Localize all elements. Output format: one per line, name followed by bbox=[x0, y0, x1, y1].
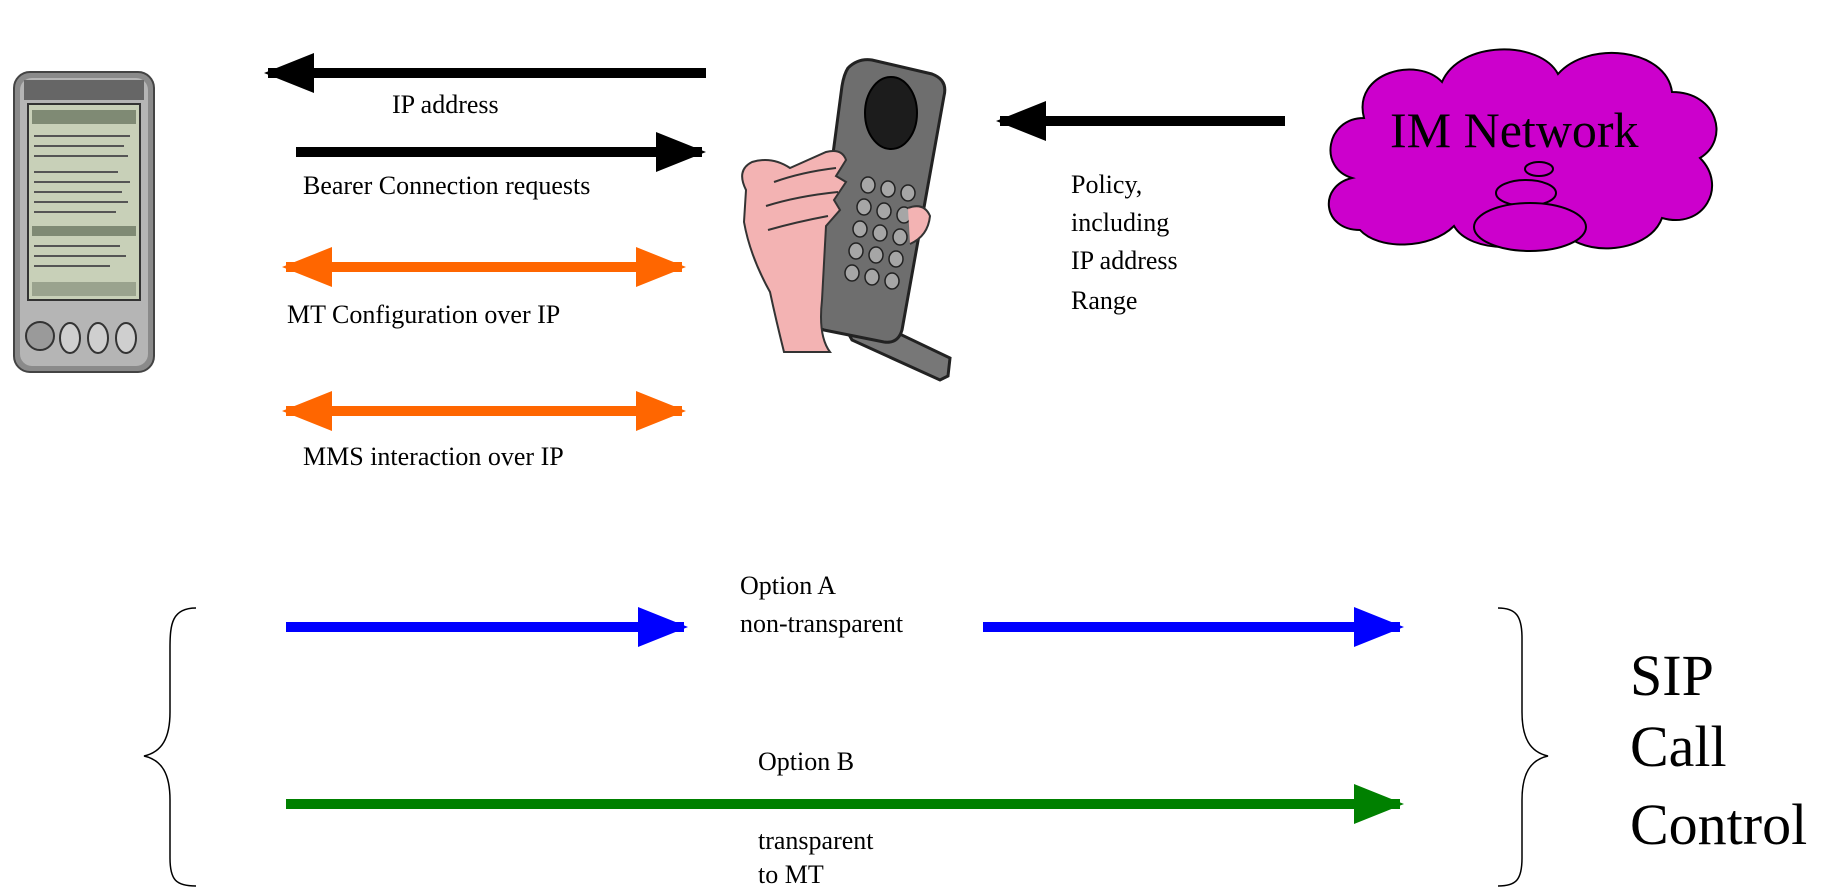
non-transparent-label: non-transparent bbox=[740, 609, 904, 638]
mt-configuration-label: MT Configuration over IP bbox=[287, 300, 560, 329]
left-brace bbox=[143, 607, 197, 887]
option-a-label: Option A bbox=[740, 571, 836, 600]
policy-label-line-2: including bbox=[1071, 208, 1169, 237]
sip-label-line-2: Call bbox=[1630, 714, 1727, 779]
cloud-icon bbox=[1327, 48, 1718, 252]
mms-interaction-label: MMS interaction over IP bbox=[303, 442, 564, 471]
option-b-label: Option B bbox=[758, 747, 854, 776]
im-network-label: IM Network bbox=[1390, 102, 1639, 158]
ip-address-label: IP address bbox=[392, 90, 499, 119]
transparent-label-line-2: to MT bbox=[758, 860, 824, 887]
right-brace bbox=[1497, 607, 1549, 887]
sip-label-line-1: SIP bbox=[1630, 643, 1714, 708]
policy-label-line-3: IP address bbox=[1071, 246, 1178, 275]
pocket-pc-icon bbox=[13, 71, 155, 373]
mobile-phone-in-hand-icon bbox=[741, 58, 952, 382]
transparent-label-line-1: transparent bbox=[758, 826, 874, 855]
bearer-connection-label: Bearer Connection requests bbox=[303, 171, 590, 200]
sip-label-line-3: Control bbox=[1630, 792, 1807, 857]
policy-label-line-1: Policy, bbox=[1071, 170, 1142, 199]
policy-label-line-4: Range bbox=[1071, 286, 1137, 315]
